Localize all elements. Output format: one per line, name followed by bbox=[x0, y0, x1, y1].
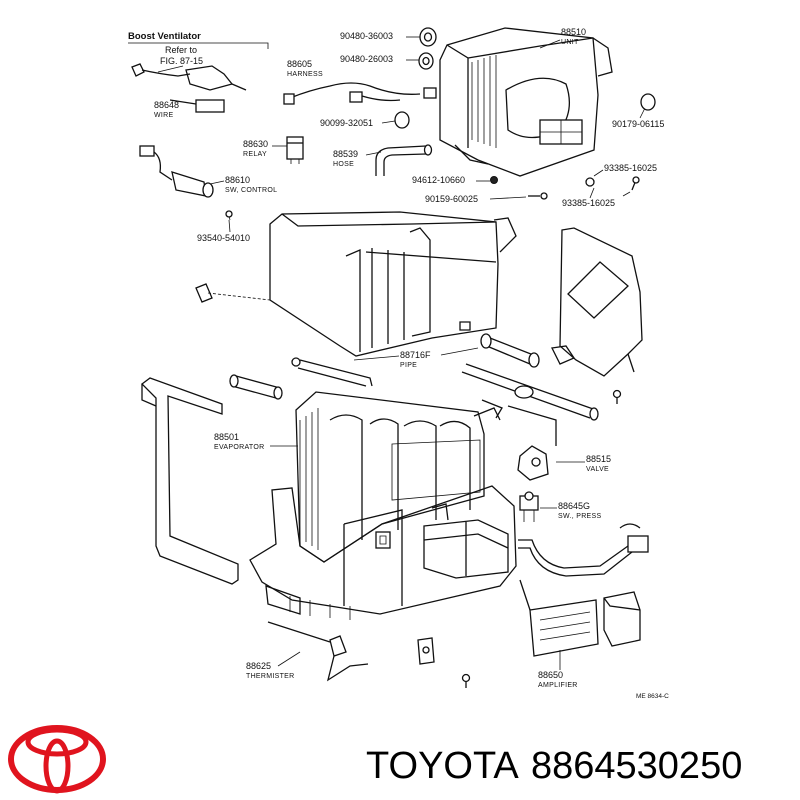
part-number-label: 90099-32051 bbox=[320, 118, 373, 128]
brand-name: TOYOTA bbox=[366, 745, 519, 787]
boost-ventilator-title: Boost Ventilator bbox=[128, 31, 201, 42]
relay-part bbox=[286, 136, 304, 164]
part-name-label: THERMISTER bbox=[246, 673, 295, 680]
part-number-label: 88630 bbox=[243, 139, 268, 149]
part-name-label: UNIT bbox=[561, 39, 579, 46]
part-number-label: 88625 bbox=[246, 661, 271, 671]
toyota-logo-icon bbox=[8, 725, 106, 794]
part-number-label: 88510 bbox=[561, 27, 586, 37]
part-number-label: 93385-16025 bbox=[562, 198, 615, 208]
control-switch-part bbox=[139, 145, 233, 221]
logo-inner-vertical bbox=[43, 738, 71, 794]
part-number-label: 90159-60025 bbox=[425, 194, 478, 204]
part-number-label: 88515 bbox=[586, 454, 611, 464]
grommets bbox=[394, 27, 656, 129]
refer-to-label: Refer to bbox=[165, 45, 197, 55]
thermister-part bbox=[267, 621, 435, 682]
pipes bbox=[229, 333, 599, 421]
part-number-label: 88650 bbox=[538, 670, 563, 680]
part-name-label: PIPE bbox=[400, 362, 417, 369]
valve-assembly bbox=[507, 405, 557, 522]
lower-case bbox=[249, 485, 649, 620]
drawing-code: ME 8634-C bbox=[636, 693, 669, 700]
logo-outer-ring bbox=[8, 725, 106, 793]
evaporator-core bbox=[295, 391, 503, 563]
part-name-label: SW., PRESS bbox=[558, 513, 601, 520]
boost-ventilator-part bbox=[131, 63, 247, 113]
boost-ventilator-callout: Boost Ventilator Refer to FIG. 87-15 bbox=[128, 31, 269, 73]
part-name-label: WIRE bbox=[154, 112, 174, 119]
upper-case bbox=[195, 211, 517, 357]
part-number-label: 90480-26003 bbox=[340, 54, 393, 64]
part-number-label: 88716F bbox=[400, 350, 431, 360]
part-number-label: 88501 bbox=[214, 432, 239, 442]
part-name-label: RELAY bbox=[243, 151, 267, 158]
part-name-label: AMPLIFIER bbox=[538, 682, 578, 689]
gasket bbox=[141, 377, 239, 585]
side-cover-plate bbox=[551, 227, 643, 377]
hose-part bbox=[375, 144, 433, 176]
part-number-label: 90179-06115 bbox=[612, 119, 664, 129]
harness-wiring bbox=[283, 82, 437, 105]
part-name-label: HARNESS bbox=[287, 71, 323, 78]
line-art bbox=[131, 27, 656, 688]
part-number-label: 88648 bbox=[154, 100, 179, 110]
part-number-label: 94612-10660 bbox=[412, 175, 465, 185]
part-number-label: 90480-36003 bbox=[340, 31, 393, 41]
part-name-label: VALVE bbox=[586, 466, 609, 473]
part-number: 8864530250 bbox=[531, 745, 742, 787]
part-number-label: 93540-54010 bbox=[197, 233, 250, 243]
part-number-label: 88610 bbox=[225, 175, 250, 185]
part-number-label: 88605 bbox=[287, 59, 312, 69]
part-number-label: 88645G bbox=[558, 501, 590, 511]
amplifier-part bbox=[519, 579, 641, 657]
blower-unit bbox=[439, 27, 613, 177]
refer-fig-label: FIG. 87-15 bbox=[160, 56, 203, 66]
part-name-label: EVAPORATOR bbox=[214, 444, 264, 451]
screws bbox=[461, 176, 640, 688]
part-name-label: SW, CONTROL bbox=[225, 187, 277, 194]
brand-footer: TOYOTA 8864530250 bbox=[8, 725, 742, 794]
part-labels: 88510 UNIT 90480-36003 90480-26003 88605… bbox=[154, 27, 669, 700]
part-number-label: 88539 bbox=[333, 149, 358, 159]
part-number-label: 93385-16025 bbox=[604, 163, 657, 173]
part-name-label: HOSE bbox=[333, 161, 354, 168]
logo-inner-horizontal bbox=[25, 727, 89, 757]
